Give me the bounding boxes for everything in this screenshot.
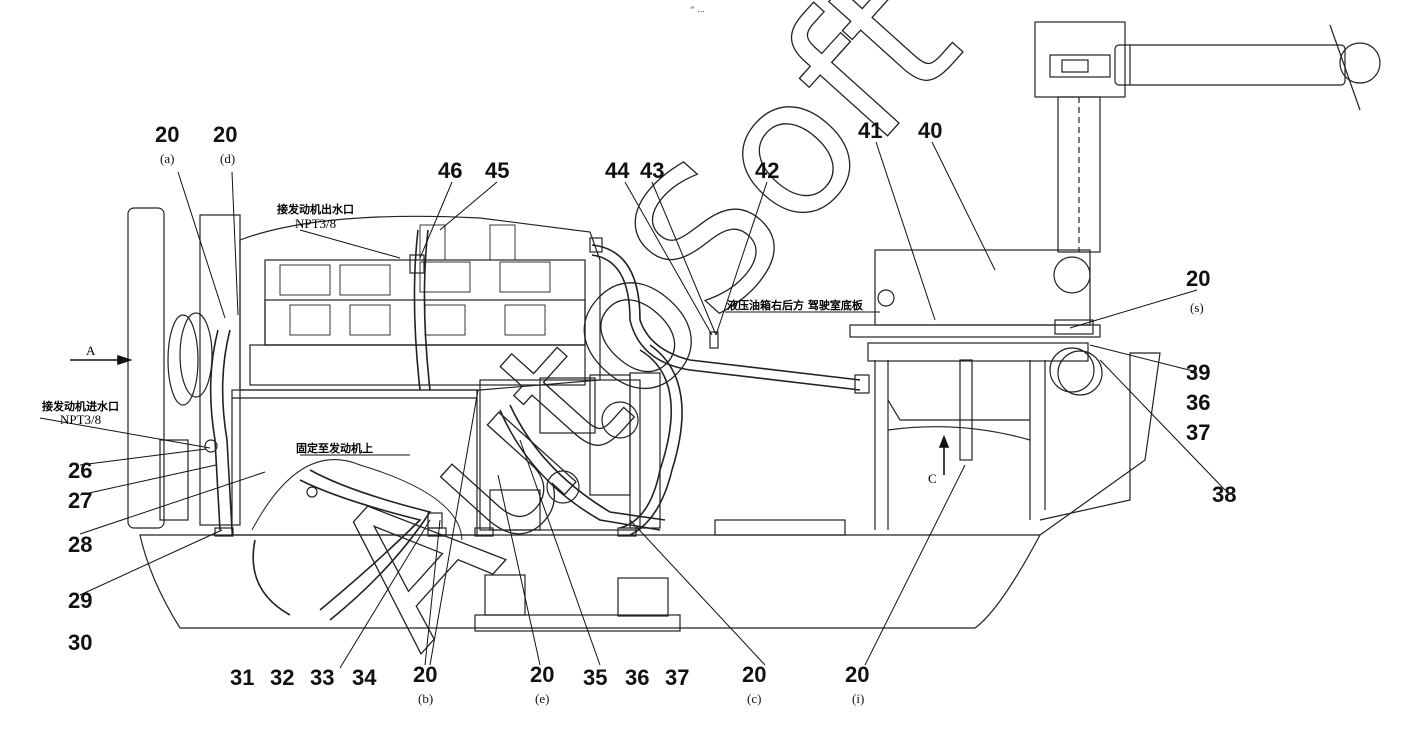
callout-20-i-sub: (i) (852, 691, 864, 706)
callout-38: 38 (1212, 482, 1236, 507)
callout-45: 45 (485, 158, 509, 183)
fan (127, 207, 165, 529)
callout-37-bottom: 37 (665, 665, 689, 690)
callout-20-i: 20 (845, 662, 869, 687)
callout-20-s-sub: (s) (1190, 300, 1204, 315)
callout-36-bottom: 36 (625, 665, 649, 690)
engine-block (239, 215, 601, 391)
callout-30: 30 (68, 630, 92, 655)
callout-20-d: 20 (213, 122, 237, 147)
callout-32: 32 (270, 665, 294, 690)
hydraulic-tank (874, 249, 1091, 326)
callout-26: 26 (68, 458, 92, 483)
top-mark: ⁼ ... (690, 4, 705, 14)
callout-20-s: 20 (1186, 266, 1210, 291)
callout-20-a-sub: (a) (160, 151, 174, 166)
callout-41: 41 (858, 118, 882, 143)
callout-20-e: 20 (530, 662, 554, 687)
callout-34: 34 (352, 665, 377, 690)
note-water-outlet-spec: NPT3/8 (295, 216, 336, 231)
callout-35: 35 (583, 665, 607, 690)
callout-20-b: 20 (413, 662, 437, 687)
view-a-label: A (86, 343, 96, 358)
hose-outlet (413, 229, 421, 391)
callout-20-b-sub: (b) (418, 691, 433, 706)
callout-44: 44 (605, 158, 630, 183)
callout-36-right: 36 (1186, 390, 1210, 415)
hose-long (591, 244, 861, 381)
chassis-frame (139, 534, 1042, 629)
callout-20-c-sub: (c) (747, 691, 761, 706)
callout-37-right: 37 (1186, 420, 1210, 445)
callout-29: 29 (68, 588, 92, 613)
note-water-inlet-spec: NPT3/8 (60, 412, 101, 427)
callout-20-a: 20 (155, 122, 179, 147)
view-c-label: C (928, 471, 937, 486)
callout-39: 39 (1186, 360, 1210, 385)
callout-31: 31 (230, 665, 254, 690)
note-fix-on-engine: 固定至发动机上 (296, 441, 373, 455)
callout-40: 40 (918, 118, 942, 143)
callout-46: 46 (438, 158, 462, 183)
callout-33: 33 (310, 665, 334, 690)
callout-27: 27 (68, 488, 92, 513)
callout-20-d-sub: (d) (220, 151, 235, 166)
radiator-box (231, 389, 478, 536)
callout-28: 28 (68, 532, 92, 557)
note-water-inlet: 接发动机进水口 (42, 399, 119, 413)
callout-20-e-sub: (e) (535, 691, 549, 706)
note-water-outlet: 接发动机出水口 (277, 202, 354, 216)
note-hydraulic-tank: 液压油箱右后方 驾驶室底板 (727, 298, 864, 312)
callout-42: 42 (755, 158, 779, 183)
callout-43: 43 (640, 158, 664, 183)
callout-20-c: 20 (742, 662, 766, 687)
